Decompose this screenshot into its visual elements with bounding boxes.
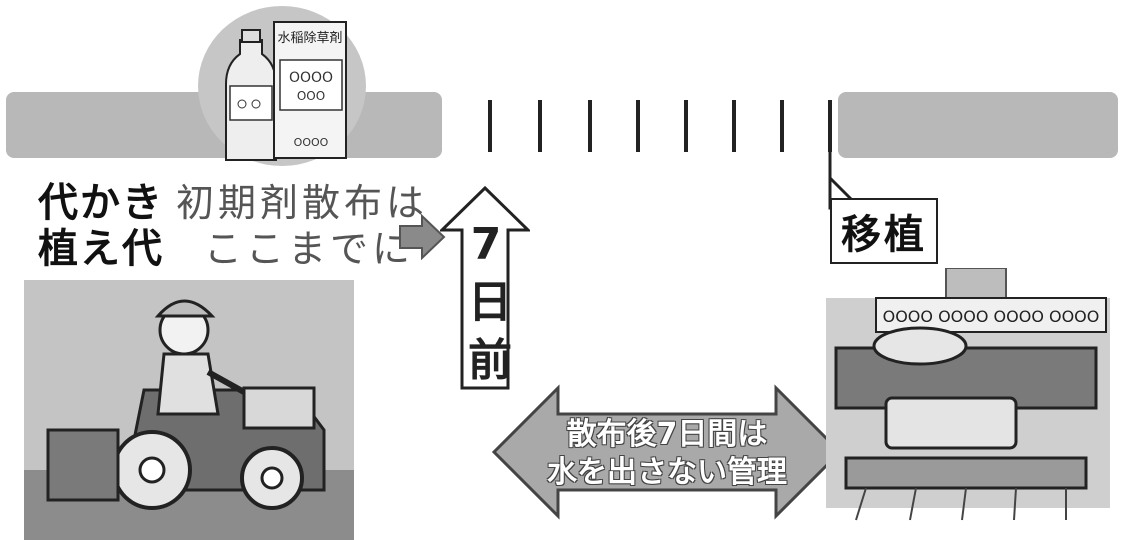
- puddling-label-line1: 代かき: [38, 180, 164, 226]
- svg-text:OOOO: OOOO: [294, 136, 329, 149]
- farmer-tractor-icon: [24, 280, 354, 540]
- svg-text:OOO: OOO: [297, 89, 325, 103]
- herbicide-products-illustration: 水稲除草剤 OOOO OOO OOOO: [198, 6, 366, 166]
- rice-transplanter-icon: OOOO OOOO OOOO OOOO: [826, 268, 1110, 521]
- svg-text:OOOO OOOO OOOO OOOO: OOOO OOOO OOOO OOOO: [883, 307, 1100, 326]
- seven-days-before-label: 7日前: [468, 216, 512, 390]
- package-label: 水稲除草剤: [277, 30, 342, 46]
- management-text-line1: 散布後7日間は: [566, 417, 768, 452]
- day-ticks: [488, 100, 832, 152]
- management-text-line2: 水を出さない管理: [547, 455, 787, 490]
- management-text: 散布後7日間は 水を出さない管理: [540, 416, 794, 492]
- seven-days-before-text: 7日前: [468, 219, 512, 386]
- transplant-callout: 移植: [830, 198, 938, 264]
- timeline-band-right: [838, 92, 1118, 158]
- seven-days-before-arrow: [440, 186, 530, 390]
- deadline-arrow-icon: [399, 214, 446, 260]
- deadline-label: 初期剤散布は ここまでに: [176, 180, 428, 272]
- deadline-label-line2: ここまでに: [204, 227, 415, 271]
- herbicide-package-icon: 水稲除草剤 OOOO OOO OOOO: [273, 21, 347, 159]
- puddling-label: 代かき 植え代: [38, 180, 164, 272]
- herbicide-bottle-icon: [225, 29, 277, 161]
- transplant-label: 移植: [841, 212, 927, 258]
- svg-text:OOOO: OOOO: [289, 70, 333, 86]
- deadline-label-line1: 初期剤散布は: [176, 181, 429, 225]
- puddling-label-line2: 植え代: [38, 226, 164, 272]
